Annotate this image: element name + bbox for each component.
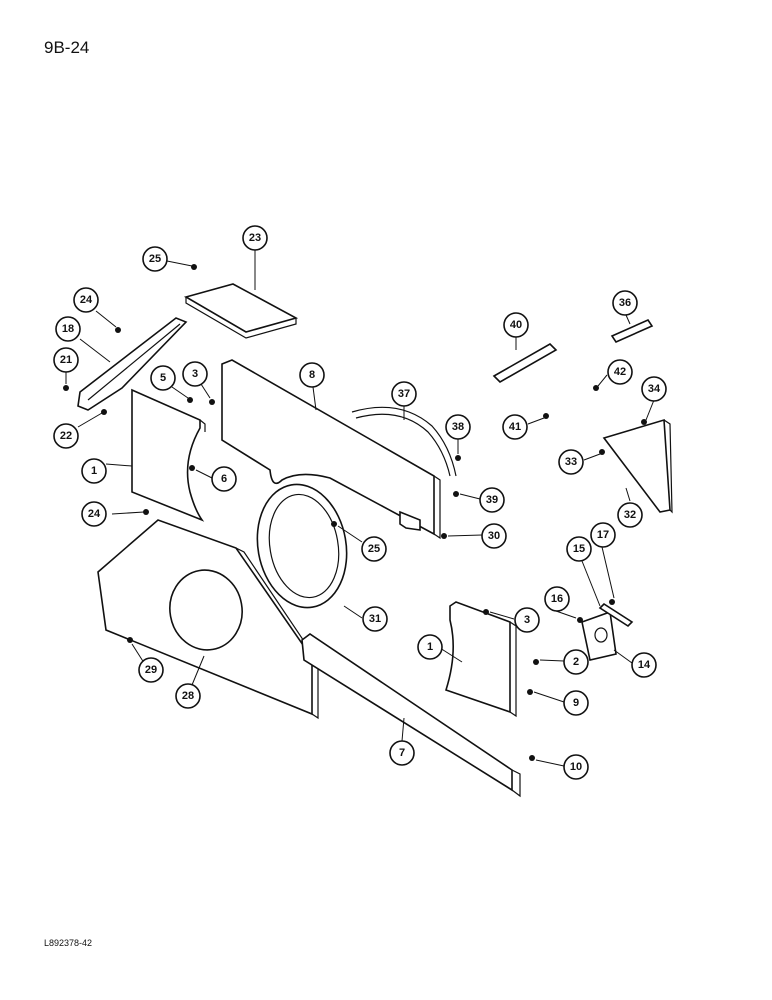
svg-text:39: 39	[486, 494, 498, 506]
part-8-main-panel	[221, 359, 441, 540]
svg-text:9: 9	[573, 697, 579, 709]
callout-18: 18	[55, 316, 81, 342]
svg-text:34: 34	[648, 383, 661, 395]
svg-text:3: 3	[524, 614, 530, 626]
callout-29: 29	[138, 657, 164, 683]
callout-5: 5	[150, 365, 176, 391]
part-23-cover-plate	[183, 283, 299, 339]
svg-text:7: 7	[399, 747, 405, 759]
leader-lines	[65, 250, 655, 767]
callout-15: 15	[566, 536, 592, 562]
svg-text:38: 38	[452, 421, 464, 433]
callout-31: 31	[362, 606, 388, 632]
svg-text:42: 42	[614, 366, 626, 378]
svg-text:32: 32	[624, 509, 636, 521]
callout-40: 40	[503, 312, 529, 338]
part-7-long-bar	[301, 633, 521, 798]
part-14-small-plate	[581, 610, 617, 661]
part-15-strip	[598, 602, 634, 628]
callout-14: 14	[631, 652, 657, 678]
callout-30: 30	[481, 523, 507, 549]
part-1-side-plate-lower	[445, 601, 517, 718]
callout-38: 38	[445, 414, 471, 440]
svg-text:8: 8	[309, 369, 315, 381]
svg-text:2: 2	[573, 656, 579, 668]
callout-24: 24	[81, 501, 107, 527]
svg-text:24: 24	[80, 294, 93, 306]
svg-text:14: 14	[638, 659, 651, 671]
callout-3: 3	[182, 361, 208, 387]
part-40-rod	[492, 343, 558, 383]
svg-text:5: 5	[160, 372, 166, 384]
callout-24: 24	[73, 287, 99, 313]
part-36-pin	[610, 318, 654, 344]
svg-text:29: 29	[145, 664, 157, 676]
callout-1: 1	[81, 458, 107, 484]
drawing-code: L892378-42	[44, 938, 93, 948]
callout-32: 32	[617, 502, 643, 528]
callout-39: 39	[479, 487, 505, 513]
svg-text:6: 6	[221, 473, 227, 485]
callout-7: 7	[389, 740, 415, 766]
callout-9: 9	[563, 690, 589, 716]
callout-16: 16	[544, 586, 570, 612]
svg-text:41: 41	[509, 421, 521, 433]
svg-text:36: 36	[619, 297, 631, 309]
callout-34: 34	[641, 376, 667, 402]
callout-25: 25	[361, 536, 387, 562]
svg-text:24: 24	[88, 508, 101, 520]
part-1-side-plate-upper	[131, 388, 206, 522]
callout-1: 1	[417, 634, 443, 660]
svg-text:28: 28	[182, 690, 194, 702]
svg-text:25: 25	[149, 253, 161, 265]
svg-text:15: 15	[573, 543, 585, 555]
svg-text:37: 37	[398, 388, 410, 400]
svg-text:25: 25	[368, 543, 380, 555]
svg-text:3: 3	[192, 368, 198, 380]
callout-25: 25	[142, 246, 168, 272]
svg-text:16: 16	[551, 593, 563, 605]
svg-text:10: 10	[570, 761, 582, 773]
callout-42: 42	[607, 359, 633, 385]
svg-text:22: 22	[60, 430, 72, 442]
svg-text:23: 23	[249, 232, 261, 244]
svg-text:17: 17	[597, 529, 609, 541]
callout-21: 21	[53, 347, 79, 373]
callout-23: 23	[242, 225, 268, 251]
part-37-curved-strip	[351, 406, 457, 477]
hardware-fasteners	[63, 264, 647, 761]
svg-text:21: 21	[60, 354, 72, 366]
callout-17: 17	[590, 522, 616, 548]
callout-41: 41	[502, 414, 528, 440]
callout-22: 22	[53, 423, 79, 449]
callout-8: 8	[299, 362, 325, 388]
callout-33: 33	[558, 449, 584, 475]
callout-2: 2	[563, 649, 589, 675]
svg-text:33: 33	[565, 456, 577, 468]
svg-text:1: 1	[427, 641, 433, 653]
callout-10: 10	[563, 754, 589, 780]
page-code: 9B-24	[44, 38, 90, 57]
callout-6: 6	[211, 466, 237, 492]
svg-text:1: 1	[91, 465, 97, 477]
part-18-bracket	[77, 317, 188, 411]
part-31-ring	[256, 483, 348, 609]
callout-28: 28	[175, 683, 201, 709]
part-32-bracket	[602, 418, 673, 514]
svg-text:18: 18	[62, 323, 74, 335]
callout-36: 36	[612, 290, 638, 316]
callout-3: 3	[514, 607, 540, 633]
svg-text:40: 40	[510, 319, 522, 331]
callout-37: 37	[391, 381, 417, 407]
svg-text:30: 30	[488, 530, 500, 542]
svg-text:31: 31	[369, 613, 381, 625]
